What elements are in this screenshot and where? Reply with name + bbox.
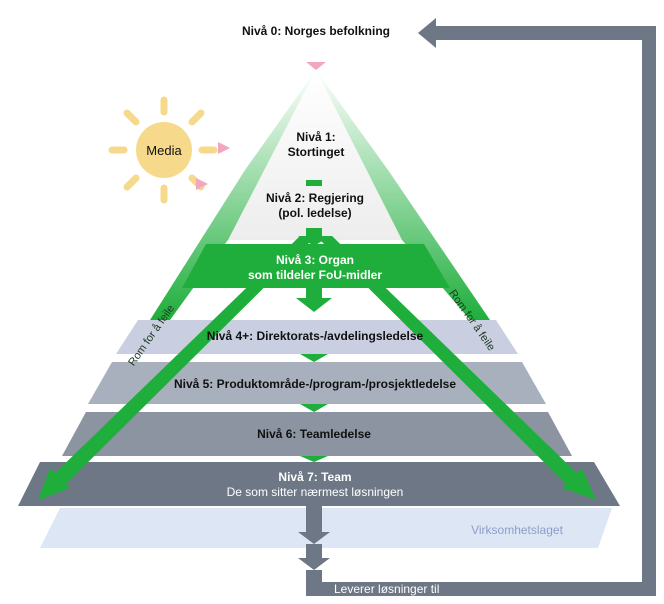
level5-band xyxy=(88,362,546,404)
level7-line2: De som sitter nærmest løsningen xyxy=(226,485,404,499)
level0-label: Nivå 0: Norges befolkning xyxy=(241,24,391,38)
green-right-band xyxy=(316,70,490,320)
leverer-label: Leverer løsninger til xyxy=(334,582,440,596)
level1-line1: Nivå 1: xyxy=(296,130,336,144)
pink-triangle-top xyxy=(306,62,326,70)
media-label: Media xyxy=(146,143,182,158)
level2-line1: Nivå 2: Regjering xyxy=(265,191,365,205)
level7-line1: Nivå 7: Team xyxy=(278,470,352,484)
level3-band xyxy=(182,244,450,288)
level5-label: Nivå 5: Produktområde-/program-/prosjekt… xyxy=(173,377,457,391)
level3-line2: som tildeler FoU-midler xyxy=(247,268,383,282)
pink-arrow-2 xyxy=(196,178,208,190)
green-connector-1 xyxy=(306,180,322,186)
green-arrow-down-3 xyxy=(300,354,328,362)
green-arrow-down-4 xyxy=(300,404,328,412)
level7-band xyxy=(18,462,620,506)
feedback-loop xyxy=(298,18,656,596)
green-arrow-left xyxy=(50,236,316,488)
level3-line1: Nivå 3: Organ xyxy=(275,253,355,267)
green-left-band xyxy=(150,70,316,320)
green-arrow-down-2 xyxy=(296,288,332,312)
level3-label: Nivå 3: Organ som tildeler FoU-midler xyxy=(220,253,410,283)
green-arrow-right xyxy=(316,236,582,488)
pyramid-top xyxy=(228,70,402,240)
green-arrow-down-5 xyxy=(300,456,328,462)
pink-arrow-1 xyxy=(218,142,230,154)
green-arrow-down-1 xyxy=(298,228,330,246)
green-arrow-right-head xyxy=(562,468,596,500)
virksomhetslaget-label: Virksomhetslaget xyxy=(471,523,563,537)
level6-label: Nivå 6: Teamledelse xyxy=(257,427,371,441)
level7-label: Nivå 7: Team De som sitter nærmest løsni… xyxy=(190,470,440,500)
level2-label: Nivå 2: Regjering (pol. ledelse) xyxy=(240,191,390,221)
base-layer xyxy=(40,508,612,548)
level1-line2: Stortinget xyxy=(287,145,345,159)
level6-band xyxy=(62,412,572,456)
level1-label: Nivå 1: Stortinget xyxy=(256,130,376,160)
level2-line2: (pol. ledelse) xyxy=(278,206,352,220)
level4-label: Nivå 4+: Direktorats-/avdelingsledelse xyxy=(206,329,424,343)
green-arrow-left-head xyxy=(38,468,70,500)
